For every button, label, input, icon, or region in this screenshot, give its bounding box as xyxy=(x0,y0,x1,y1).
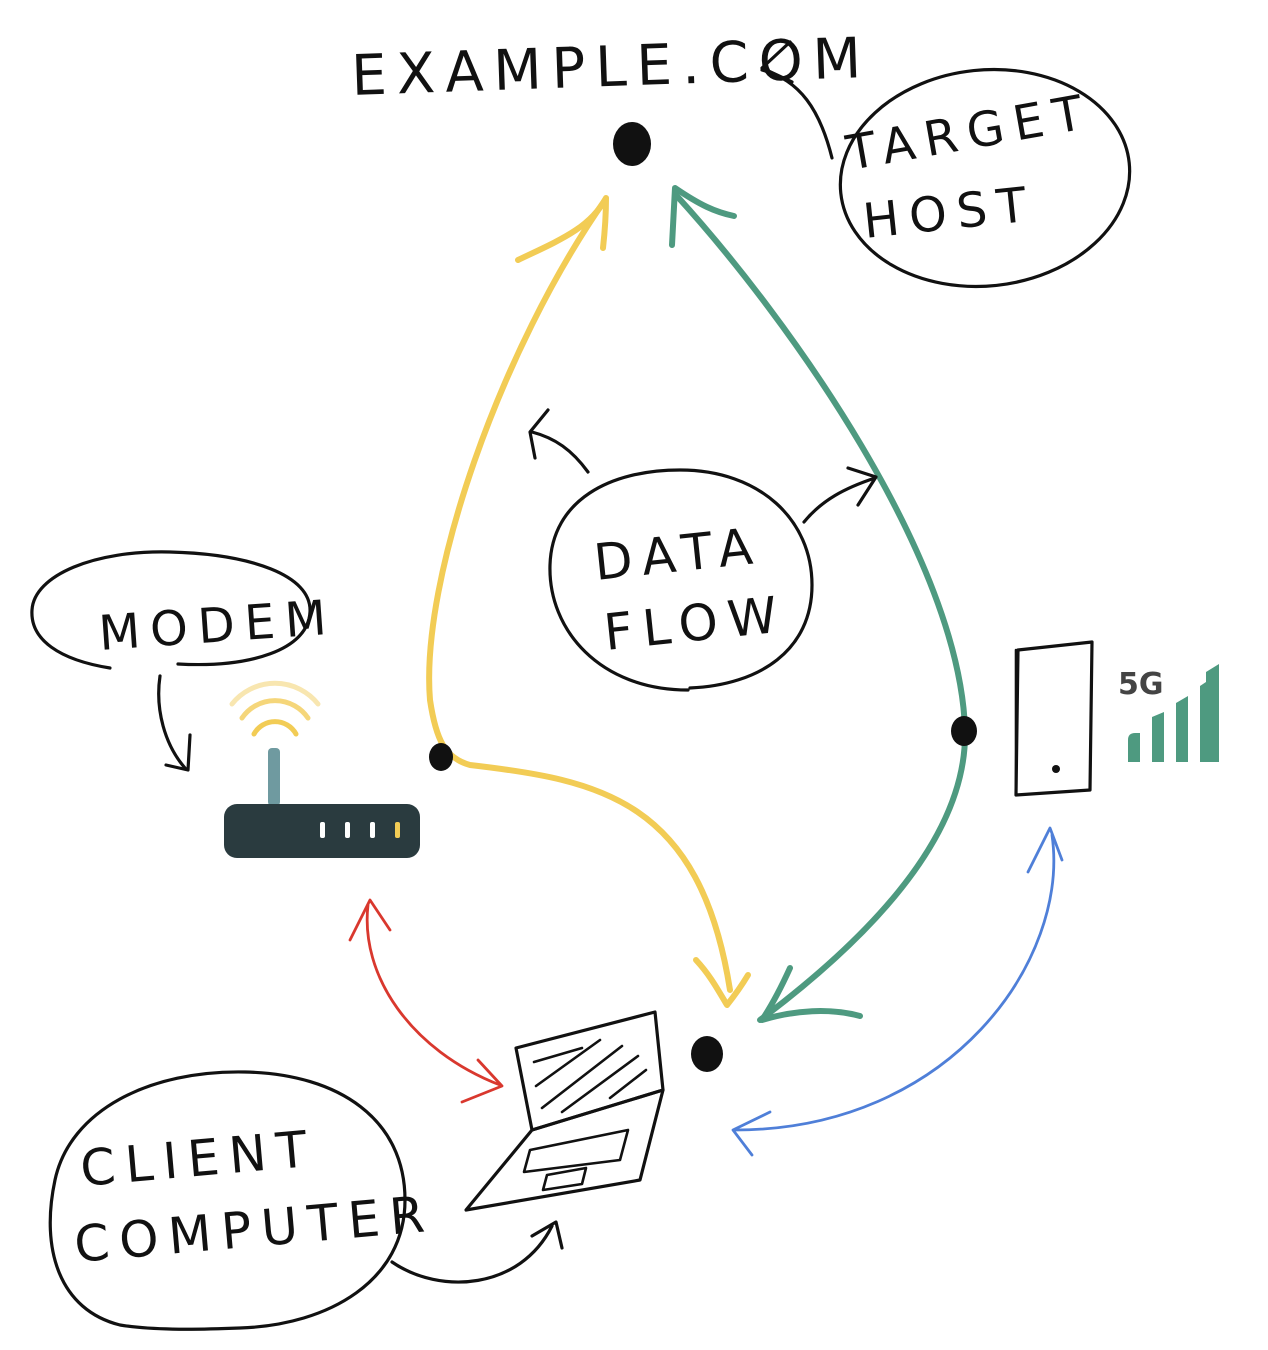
modem-bubble xyxy=(30,550,312,670)
data-flow-label-line2: FLOW xyxy=(601,585,790,662)
client-bubble xyxy=(48,1070,407,1331)
data-flow-bubble xyxy=(548,468,814,692)
modem-link xyxy=(365,903,502,1087)
cellular-relay-node xyxy=(951,716,977,746)
signal-bars-icon xyxy=(1128,664,1219,762)
target-host-label-line2: HOST xyxy=(860,176,1039,250)
modem-relay-node xyxy=(429,743,453,771)
client-node xyxy=(691,1036,723,1072)
target-host-node xyxy=(613,122,651,166)
data-flow-label-line1: DATA xyxy=(591,517,765,592)
target-domain-label: EXAMPLE.COM xyxy=(350,26,872,109)
client-label-line1: CLIENT xyxy=(78,1120,319,1198)
modem-data-path-head-top xyxy=(515,195,609,263)
client-pointer xyxy=(390,1224,554,1284)
data-flow-pointer-left-head xyxy=(528,408,550,460)
target-host-pointer-head xyxy=(760,40,794,84)
target-host-label-line1: TARGET xyxy=(841,83,1097,181)
modem-link-head-bottom xyxy=(460,1058,504,1104)
modem-pointer-head xyxy=(164,733,192,772)
target-host-bubble xyxy=(838,67,1132,289)
modem-data-path-head-bottom xyxy=(693,957,751,1008)
modem-pointer xyxy=(157,674,187,770)
phone-link-head-top xyxy=(1026,826,1064,874)
phone-link xyxy=(733,833,1056,1132)
phone-icon xyxy=(1014,640,1094,797)
signal-label: 5G xyxy=(1118,667,1164,702)
cellular-data-path xyxy=(673,192,969,1023)
phone-link-head-bottom xyxy=(731,1110,772,1157)
data-flow-pointer-left xyxy=(530,430,590,474)
cellular-data-path-head-bottom xyxy=(759,965,863,1023)
cellular-data-path-head-top xyxy=(669,185,737,248)
wifi-waves-icon xyxy=(229,680,321,737)
client-label-line2: COMPUTER xyxy=(72,1185,437,1274)
data-flow-pointer-right-head xyxy=(846,466,878,507)
modem-label: MODEM xyxy=(97,590,338,662)
laptop-icon xyxy=(464,1010,665,1212)
modem-data-path xyxy=(426,197,733,993)
router-icon xyxy=(224,748,420,858)
modem-link-head-top xyxy=(348,898,392,942)
client-pointer-head xyxy=(530,1220,564,1250)
data-flow-pointer-right xyxy=(802,476,877,524)
